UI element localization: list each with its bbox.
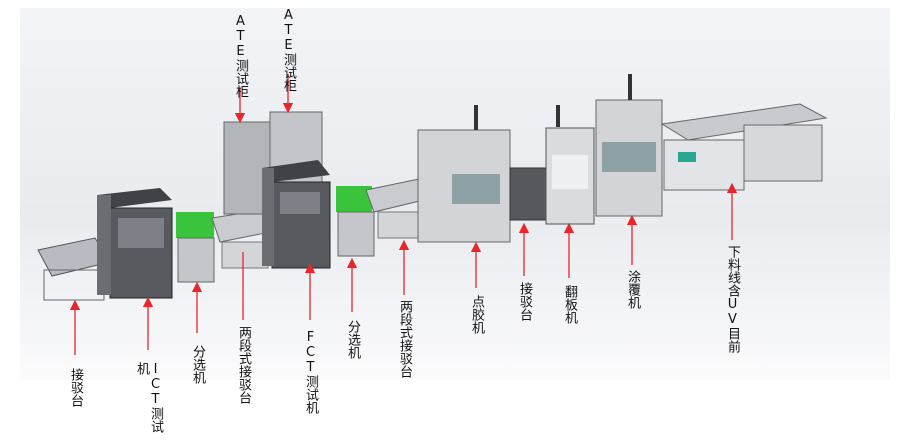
label-unloading-line: 下料线含UV目前 bbox=[725, 245, 740, 353]
dispenser-machine bbox=[417, 105, 511, 243]
label-fct-tester: FCT测试机 bbox=[303, 330, 318, 414]
sorter-1-machine bbox=[176, 212, 215, 283]
label-two-stage-conveyor-2: 两段式接驳台 bbox=[397, 300, 412, 378]
two-stage-conveyor-1-machine bbox=[211, 209, 271, 269]
label-conveyor-1: 接驳台 bbox=[68, 368, 83, 407]
label-ate-cabinet-2: ATE测试柜 bbox=[281, 8, 296, 92]
label-board-flipper: 翻板机 bbox=[562, 285, 577, 324]
label-sorter-2: 分选机 bbox=[345, 320, 360, 359]
conveyor-2-machine bbox=[509, 167, 547, 221]
board-flipper-machine bbox=[545, 105, 595, 225]
arrows bbox=[69, 74, 738, 355]
label-two-stage-conveyor-1: 两段式接驳台 bbox=[236, 326, 251, 404]
label-ict-tester: ICT测试机 bbox=[134, 362, 163, 433]
ict-tester-machine bbox=[97, 188, 173, 299]
label-conveyor-2: 接驳台 bbox=[517, 282, 532, 321]
sorter-2-machine bbox=[336, 186, 375, 257]
label-ate-cabinet-1: ATE测试柜 bbox=[233, 14, 248, 98]
unloading-line-machine bbox=[660, 103, 828, 191]
label-dispenser: 点胶机 bbox=[469, 295, 484, 334]
label-coater: 涂覆机 bbox=[625, 270, 640, 309]
label-sorter-1: 分选机 bbox=[190, 345, 205, 384]
fct-tester-machine bbox=[262, 160, 331, 269]
coater-machine bbox=[595, 74, 663, 217]
